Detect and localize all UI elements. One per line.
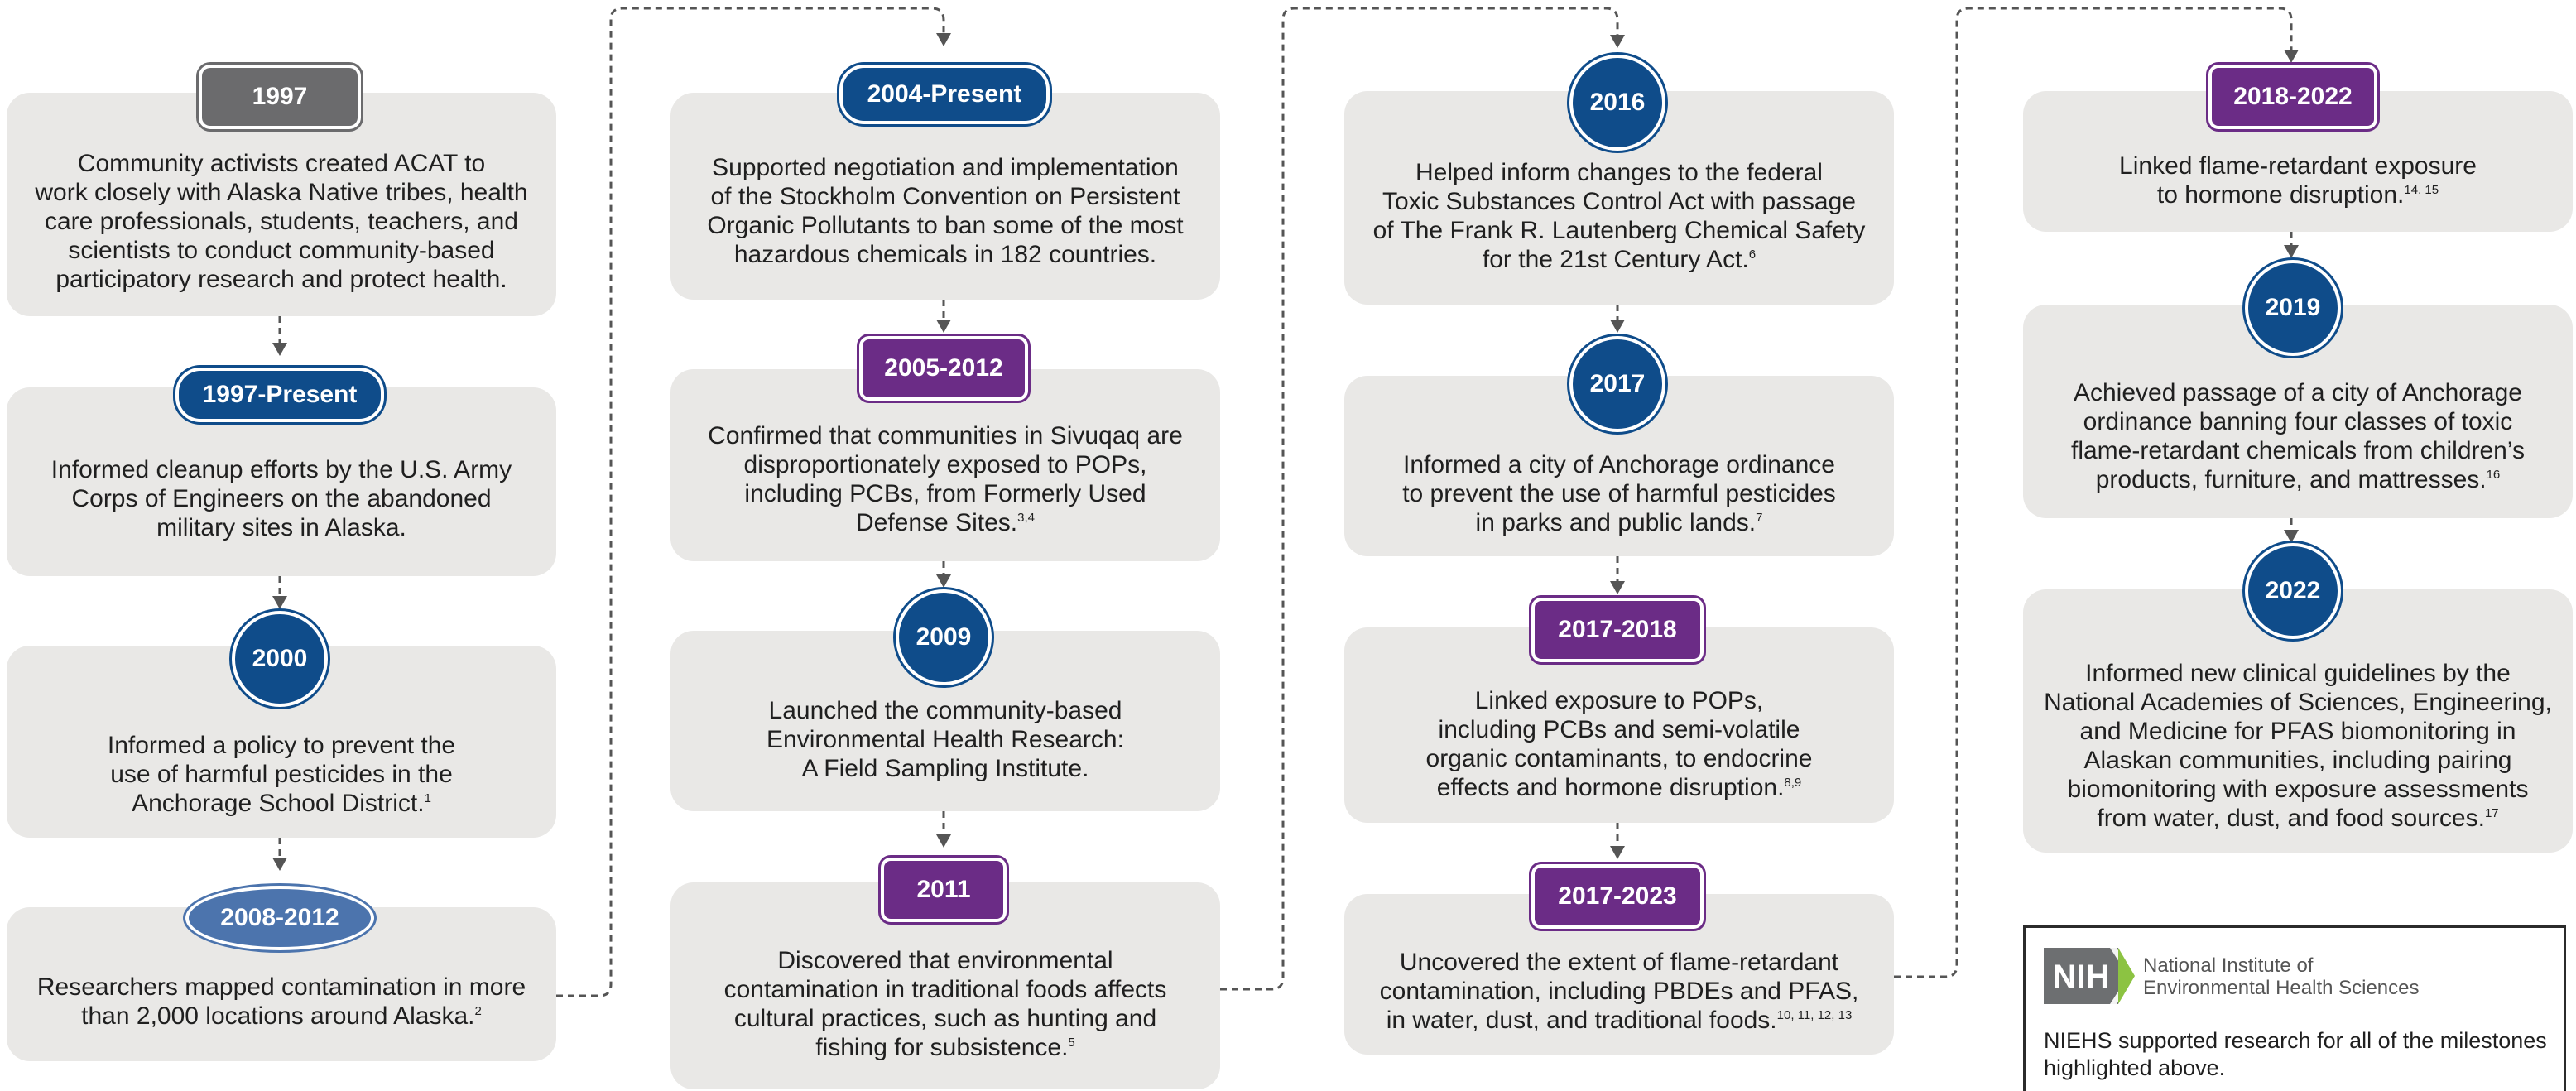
milestone-text: Informed new clinical guidelines by the …	[2044, 660, 2552, 832]
milestone-text: Achieved passage of a city of Anchorage …	[2071, 379, 2525, 493]
milestone-text: Launched the community-based Environment…	[767, 696, 1124, 782]
support-note: NIEHS supported research for all of the …	[2044, 1028, 2547, 1080]
year-badge-2017: 2017	[1573, 339, 1662, 429]
year-badge-1997-present: 1997-Present	[179, 371, 381, 419]
milestone-text: Researchers mapped contamination in more…	[36, 973, 526, 1030]
milestone-card-2004-present: Supported negotiation and implementation…	[670, 93, 1220, 300]
connector-col3-to-col4	[1894, 7, 2293, 978]
year-badge-2009: 2009	[899, 593, 988, 682]
milestone-card-1997-present: Informed cleanup efforts by the U.S. Arm…	[7, 387, 556, 576]
milestone-card-2000: Informed a policy to prevent the use of …	[7, 646, 556, 838]
year-badge-2008-2012: 2008-2012	[189, 889, 371, 947]
milestone-text: Linked flame-retardant exposure to hormo…	[2119, 152, 2477, 209]
milestone-card-2017-2018: Linked exposure to POPs, including PCBs …	[1344, 627, 1894, 823]
institute-name: National Institute of Environmental Heal…	[2143, 954, 2420, 999]
year-badge-2022: 2022	[2248, 546, 2338, 636]
milestone-card-2017: Informed a city of Anchorage ordinance t…	[1344, 376, 1894, 556]
milestone-card-2011: Discovered that environmental contaminat…	[670, 882, 1220, 1089]
year-badge-2005-2012: 2005-2012	[863, 339, 1025, 397]
milestone-text: Informed a city of Anchorage ordinance t…	[1402, 450, 1836, 536]
nih-logo: NIH	[2044, 948, 2135, 1004]
milestone-text: Discovered that environmental contaminat…	[723, 947, 1167, 1061]
milestone-text: Community activists created ACAT to work…	[35, 149, 528, 293]
milestone-text: Helped inform changes to the federal Tox…	[1372, 159, 1866, 273]
milestone-text: Informed a policy to prevent the use of …	[107, 731, 456, 817]
year-badge-2004-present: 2004-Present	[843, 68, 1046, 121]
milestone-text: Supported negotiation and implementation…	[707, 154, 1184, 268]
nih-logo-text: NIH	[2053, 959, 2110, 995]
milestone-text: Linked exposure to POPs, including PCBs …	[1425, 687, 1813, 801]
milestone-card-1997: Community activists created ACAT to work…	[7, 93, 556, 316]
year-badge-2019: 2019	[2248, 263, 2338, 353]
year-badge-1997: 1997	[202, 68, 358, 126]
year-badge-2000: 2000	[235, 614, 324, 704]
nih-attribution-box: NIH National Institute of Environmental …	[2023, 925, 2566, 1091]
milestone-text: Confirmed that communities in Sivuqaq ar…	[708, 422, 1183, 536]
connector-col2-to-col3	[1220, 7, 1619, 991]
milestone-card-2005-2012: Confirmed that communities in Sivuqaq ar…	[670, 369, 1220, 561]
year-badge-2011: 2011	[884, 861, 1003, 919]
year-badge-2018-2022: 2018-2022	[2212, 68, 2374, 126]
milestone-text: Uncovered the extent of flame-retardant …	[1379, 948, 1859, 1034]
milestone-card-2016: Helped inform changes to the federal Tox…	[1344, 91, 1894, 305]
year-badge-2017-2023: 2017-2023	[1535, 868, 1700, 925]
year-badge-2016: 2016	[1573, 58, 1662, 147]
connector-col1-to-col2	[556, 7, 945, 997]
milestone-text: Informed cleanup efforts by the U.S. Arm…	[50, 455, 512, 541]
year-badge-2017-2018: 2017-2018	[1535, 601, 1700, 659]
